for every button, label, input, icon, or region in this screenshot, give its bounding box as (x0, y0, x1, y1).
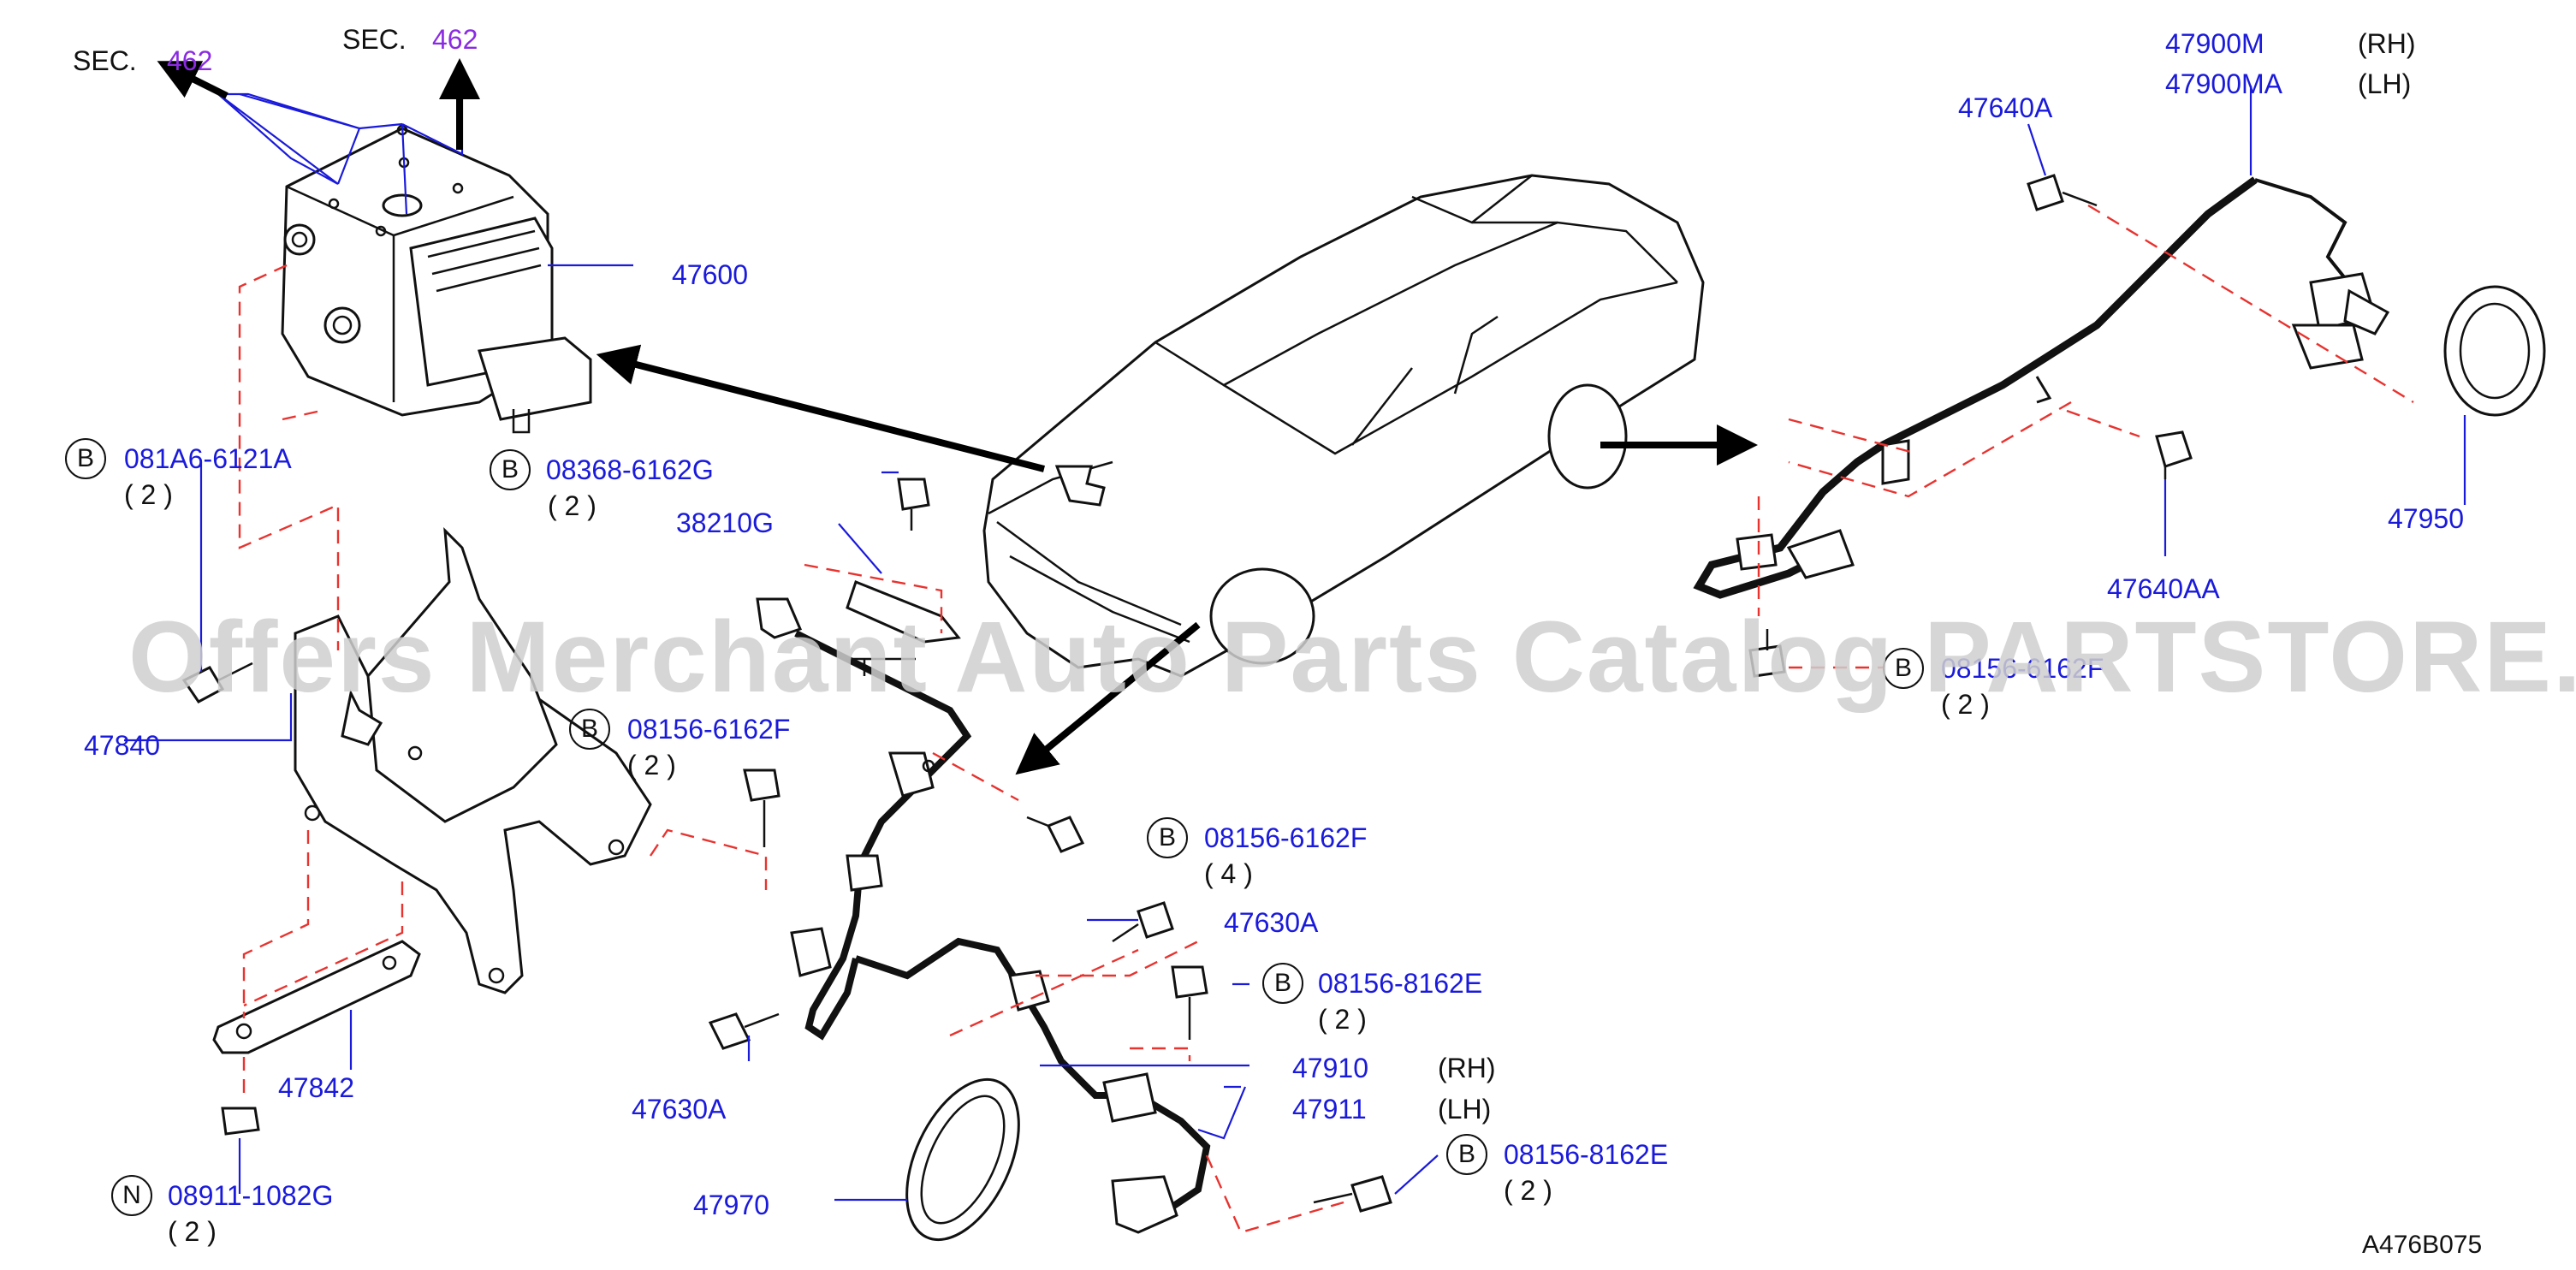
tone-ring-front (905, 1077, 1020, 1242)
side-47900m: (RH) (2358, 28, 2416, 59)
qty-08156e-b: ( 2 ) (1504, 1175, 1552, 1206)
sec-label-right-number[interactable]: 462 (432, 24, 478, 55)
part-47640aa[interactable]: 47640AA (2107, 573, 2220, 604)
part-47640a[interactable]: 47640A (1958, 92, 2053, 123)
part-47911[interactable]: 47911 (1292, 1094, 1367, 1125)
bolt-symbol-b: B (65, 438, 106, 479)
part-08156-8162e-a[interactable]: 08156-8162E (1318, 968, 1483, 999)
watermark: Offers Merchant Auto Parts Catalog PARTS… (128, 601, 2576, 714)
part-38210g[interactable]: 38210G (676, 507, 774, 538)
bolt-symbol-b: B (1147, 817, 1188, 858)
part-47630a-top[interactable]: 47630A (1224, 907, 1319, 938)
bolt-symbol-b: B (1446, 1134, 1487, 1175)
abs-actuator (281, 124, 592, 434)
qty-08156f-a: ( 2 ) (627, 750, 676, 780)
part-47600[interactable]: 47600 (672, 259, 748, 290)
part-47840[interactable]: 47840 (84, 730, 160, 761)
rear-sensor-harness (1693, 176, 2390, 599)
qty-08368: ( 2 ) (548, 490, 597, 521)
side-47911: (LH) (1438, 1094, 1492, 1125)
plate-47842 (212, 940, 421, 1054)
bolt-symbol-b: B (1883, 648, 1924, 689)
part-081a6-6121a[interactable]: 081A6-6121A (124, 443, 292, 474)
bolt-symbol-b: B (1262, 963, 1303, 1004)
part-08156-8162e-b[interactable]: 08156-8162E (1504, 1139, 1669, 1170)
part-47900m[interactable]: 47900M (2165, 28, 2264, 59)
qty-08156-rear: ( 2 ) (1941, 689, 1990, 720)
bolt-symbol-b: B (490, 449, 531, 490)
part-47630a-bottom[interactable]: 47630A (632, 1094, 727, 1125)
part-08368-6162g[interactable]: 08368-6162G (546, 454, 714, 485)
diagram-code: A476B075 (2362, 1231, 2483, 1259)
part-47970[interactable]: 47970 (693, 1190, 769, 1220)
sec-label-left-number[interactable]: 462 (167, 45, 213, 76)
nut-symbol-n: N (111, 1175, 152, 1216)
qty-08911: ( 2 ) (168, 1216, 217, 1247)
part-47900ma[interactable]: 47900MA (2165, 68, 2282, 99)
clip-38210g (846, 478, 961, 644)
part-47910[interactable]: 47910 (1292, 1053, 1368, 1083)
qty-081a6: ( 2 ) (124, 479, 173, 510)
qty-08156f-b: ( 4 ) (1204, 858, 1253, 889)
part-08156-6162f-a[interactable]: 08156-6162F (627, 714, 791, 745)
rear-bolts (1748, 174, 2193, 678)
bracket-47840 (294, 527, 652, 994)
sec-label-left-prefix: SEC. (73, 45, 137, 76)
bracket-bolts (181, 662, 781, 1136)
part-47842[interactable]: 47842 (278, 1072, 354, 1103)
side-47910: (RH) (1438, 1053, 1496, 1083)
part-47950[interactable]: 47950 (2388, 503, 2464, 534)
harness-bolts (708, 816, 1392, 1213)
qty-08156e-a: ( 2 ) (1318, 1004, 1367, 1035)
bolt-symbol-b: B (569, 709, 610, 750)
part-08911-1082g[interactable]: 08911-1082G (168, 1180, 334, 1211)
car-outline (982, 174, 1705, 678)
sec-label-right-prefix: SEC. (342, 24, 407, 55)
tone-ring-rear (2443, 285, 2546, 417)
side-47900ma: (LH) (2358, 68, 2412, 99)
part-08156-6162f-b[interactable]: 08156-6162F (1204, 822, 1368, 853)
front-sensor-harness (756, 597, 1211, 1234)
part-08156-6162f-rear[interactable]: 08156-6162F (1941, 653, 2104, 684)
